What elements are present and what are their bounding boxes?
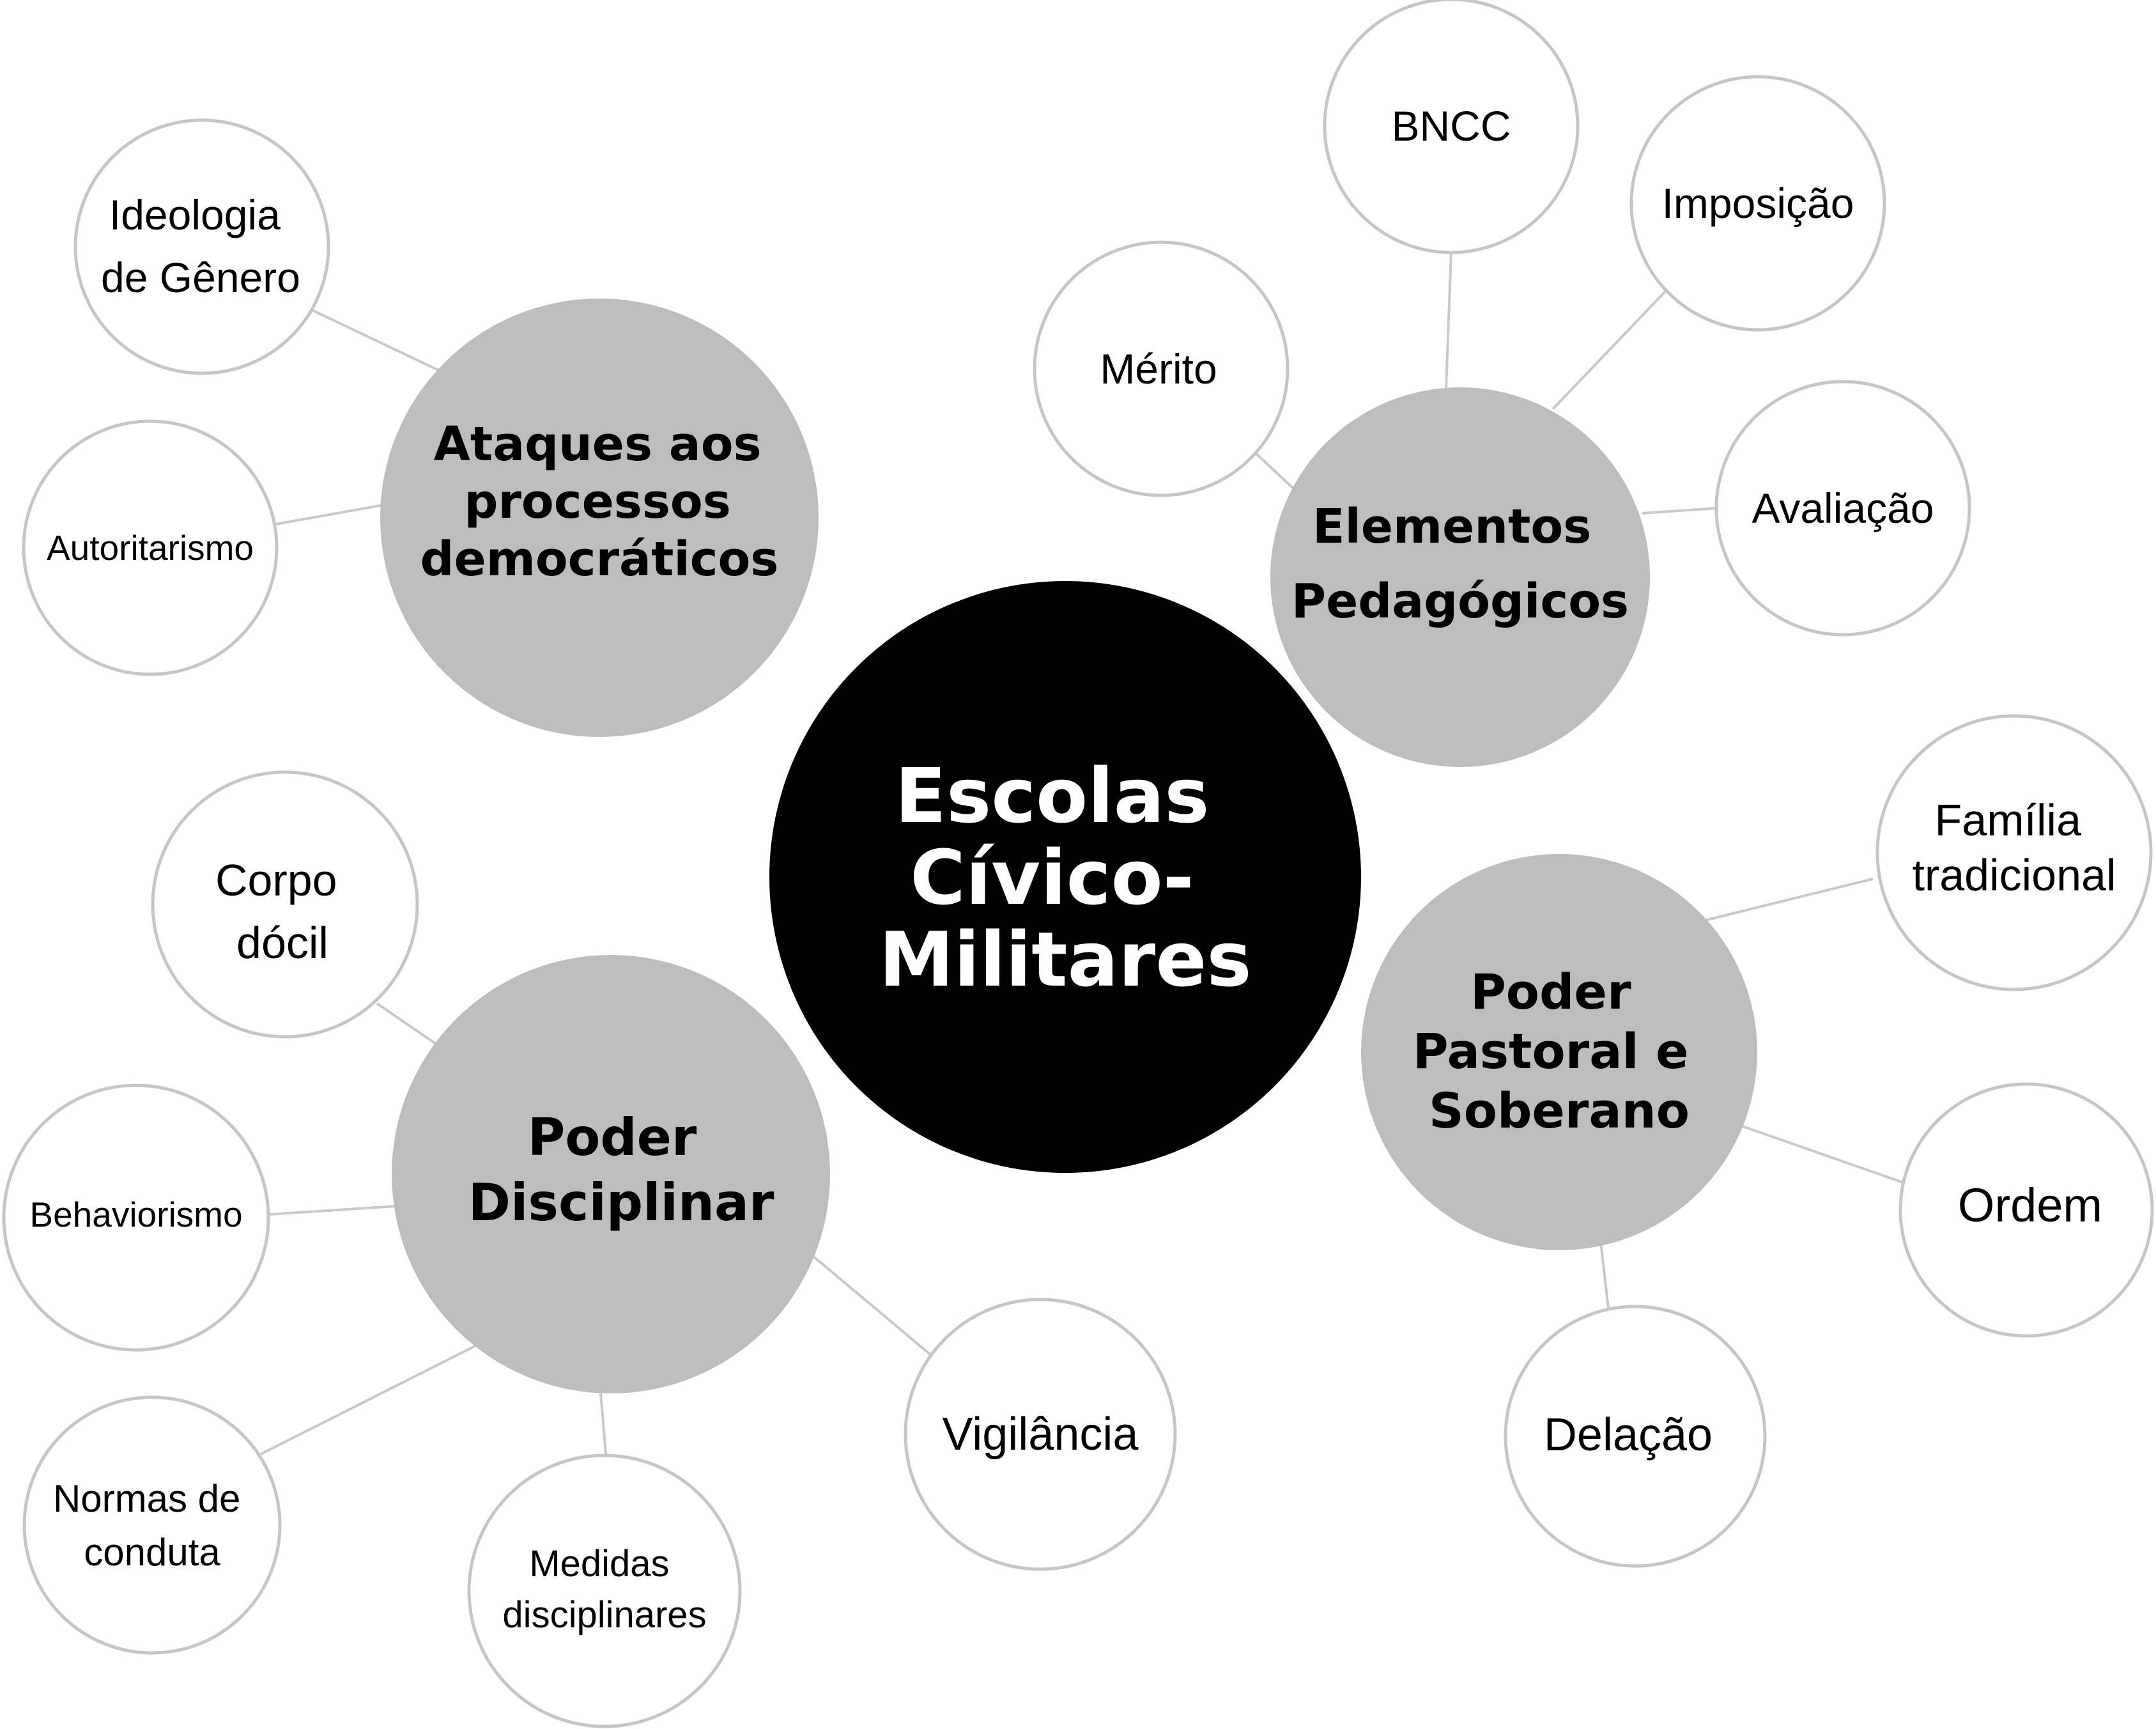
connector-disciplinar-normas xyxy=(260,1344,477,1455)
group-elementos-label: Elementos Pedagógicos xyxy=(1291,499,1629,629)
leaf-corpo-label: Corpo dócil xyxy=(215,855,350,968)
connector-elementos-merito xyxy=(1254,452,1295,490)
group-ataques-label: Ataques aos processos democráticos xyxy=(420,417,779,587)
leaf-label-line: Delação xyxy=(1544,1409,1713,1461)
leaf-label-line: BNCC xyxy=(1391,102,1511,150)
group-label-line: Pedagógicos xyxy=(1291,574,1629,629)
leaf-medidas-circle xyxy=(467,1454,742,1728)
group-ataques-circle xyxy=(380,299,819,737)
connector-ataques-ideologia xyxy=(311,309,440,372)
leaf-label-line: tradicional xyxy=(1912,850,2116,900)
connector-disciplinar-behaviorismo xyxy=(268,1205,397,1216)
leaf-bncc-circle xyxy=(1323,0,1580,254)
leaf-ordem-circle xyxy=(1898,1082,2154,1338)
connector-elementos-bncc xyxy=(1445,251,1452,389)
connector-disciplinar-vigilancia xyxy=(812,1255,932,1356)
leaf-normas-circle xyxy=(22,1395,282,1655)
leaf-behaviorismo-circle xyxy=(2,1083,270,1352)
leaf-label-line: disciplinares xyxy=(502,1594,706,1636)
leaf-autoritarismo-label: Autoritarismo xyxy=(47,528,254,568)
group-ataques: Ataques aos processos democráticos Ideol… xyxy=(22,118,819,737)
leaf-label-line: Medidas xyxy=(529,1543,669,1585)
leaf-label-line: Autoritarismo xyxy=(47,528,254,568)
connectors xyxy=(260,251,1904,1455)
leaf-label-line: Corpo xyxy=(215,855,337,905)
center-node: Escolas Cívico- Militares xyxy=(769,581,1361,1173)
group-disciplinar-label: Poder Disciplinar xyxy=(468,1108,774,1232)
group-label-line: Disciplinar xyxy=(468,1173,774,1232)
group-label-line: Poder xyxy=(1470,963,1631,1020)
leaf-label-line: dócil xyxy=(236,918,328,968)
center-label: Escolas Cívico- Militares xyxy=(879,752,1251,1004)
leaf-bncc-label: BNCC xyxy=(1391,102,1511,150)
connector-pastoral-delacao xyxy=(1599,1241,1610,1315)
leaf-label-line: Imposição xyxy=(1662,180,1854,227)
leaf-label-line: Vigilância xyxy=(943,1409,1139,1460)
leaf-merito-circle xyxy=(1033,240,1290,497)
group-disciplinar-circle xyxy=(392,955,830,1393)
leaf-normas-label: Normas de conduta xyxy=(53,1477,251,1574)
group-label-line: democráticos xyxy=(420,532,779,587)
group-label-line: Poder xyxy=(528,1108,697,1167)
group-label-line: Pastoral e xyxy=(1413,1023,1689,1080)
leaf-autoritarismo-circle xyxy=(22,419,279,676)
group-pastoral-circle xyxy=(1361,854,1757,1250)
leaf-avaliacao-label: Avaliação xyxy=(1752,485,1934,532)
connector-pastoral-familia xyxy=(1704,878,1874,922)
center-label-line: Escolas xyxy=(895,752,1209,840)
leaf-familia-circle xyxy=(1875,714,2153,991)
leaf-delacao-label: Delação xyxy=(1544,1409,1713,1461)
center-label-line: Cívico- xyxy=(910,833,1194,922)
group-pastoral-label: Poder Pastoral e Soberano xyxy=(1413,963,1706,1139)
center-label-line: Militares xyxy=(879,915,1251,1004)
group-pastoral: Poder Pastoral e Soberano Família tradic… xyxy=(1361,714,2154,1568)
leaf-behaviorismo-label: Behaviorismo xyxy=(29,1195,242,1234)
leaf-familia-label: Família tradicional xyxy=(1912,795,2116,900)
connector-ataques-autoritarismo xyxy=(275,504,384,525)
leaf-label-line: Normas de xyxy=(53,1477,240,1520)
leaf-ordem-label: Ordem xyxy=(1958,1179,2102,1232)
connector-pastoral-ordem xyxy=(1742,1125,1904,1184)
center-circle xyxy=(769,581,1361,1173)
leaf-avaliacao-circle xyxy=(1714,380,1971,637)
connector-elementos-avaliacao xyxy=(1642,507,1717,515)
connector-disciplinar-corpo xyxy=(376,1002,439,1046)
leaf-label-line: de Gênero xyxy=(101,254,300,301)
leaf-corpo-circle xyxy=(151,770,419,1039)
leaf-label-line: Família xyxy=(1935,795,2082,845)
leaf-label-line: Avaliação xyxy=(1752,485,1934,532)
leaf-medidas-label: Medidas disciplinares xyxy=(502,1543,706,1636)
leaf-delacao-circle xyxy=(1504,1305,1767,1568)
leaf-label-line: Ordem xyxy=(1958,1179,2102,1232)
connector-elementos-imposicao xyxy=(1552,290,1667,410)
leaf-label-line: Ideologia xyxy=(109,191,281,238)
group-label-line: Elementos xyxy=(1313,499,1591,554)
leaf-vigilancia-circle xyxy=(904,1298,1177,1571)
connector-disciplinar-medidas xyxy=(599,1393,607,1455)
group-elementos: Elementos Pedagógicos Mérito BNCC Imposi… xyxy=(1033,0,1971,767)
leaf-label-line: Mérito xyxy=(1100,345,1217,392)
leaf-imposicao-circle xyxy=(1629,75,1886,332)
leaf-label-line: conduta xyxy=(84,1531,220,1574)
group-label-line: processos xyxy=(464,474,730,529)
group-disciplinar: Poder Disciplinar Corpo dócil Behavioris… xyxy=(2,770,1177,1728)
leaf-label-line: Behaviorismo xyxy=(29,1195,242,1234)
group-elementos-circle xyxy=(1270,387,1650,767)
leaf-imposicao-label: Imposição xyxy=(1662,180,1854,227)
group-label-line: Soberano xyxy=(1429,1082,1690,1139)
leaf-ideologia-label: Ideologia de Gênero xyxy=(101,191,300,301)
leaf-vigilancia-label: Vigilância xyxy=(943,1409,1139,1460)
leaf-ideologia-circle xyxy=(73,118,330,375)
leaf-merito-label: Mérito xyxy=(1100,345,1217,392)
group-label-line: Ataques aos xyxy=(434,417,762,472)
